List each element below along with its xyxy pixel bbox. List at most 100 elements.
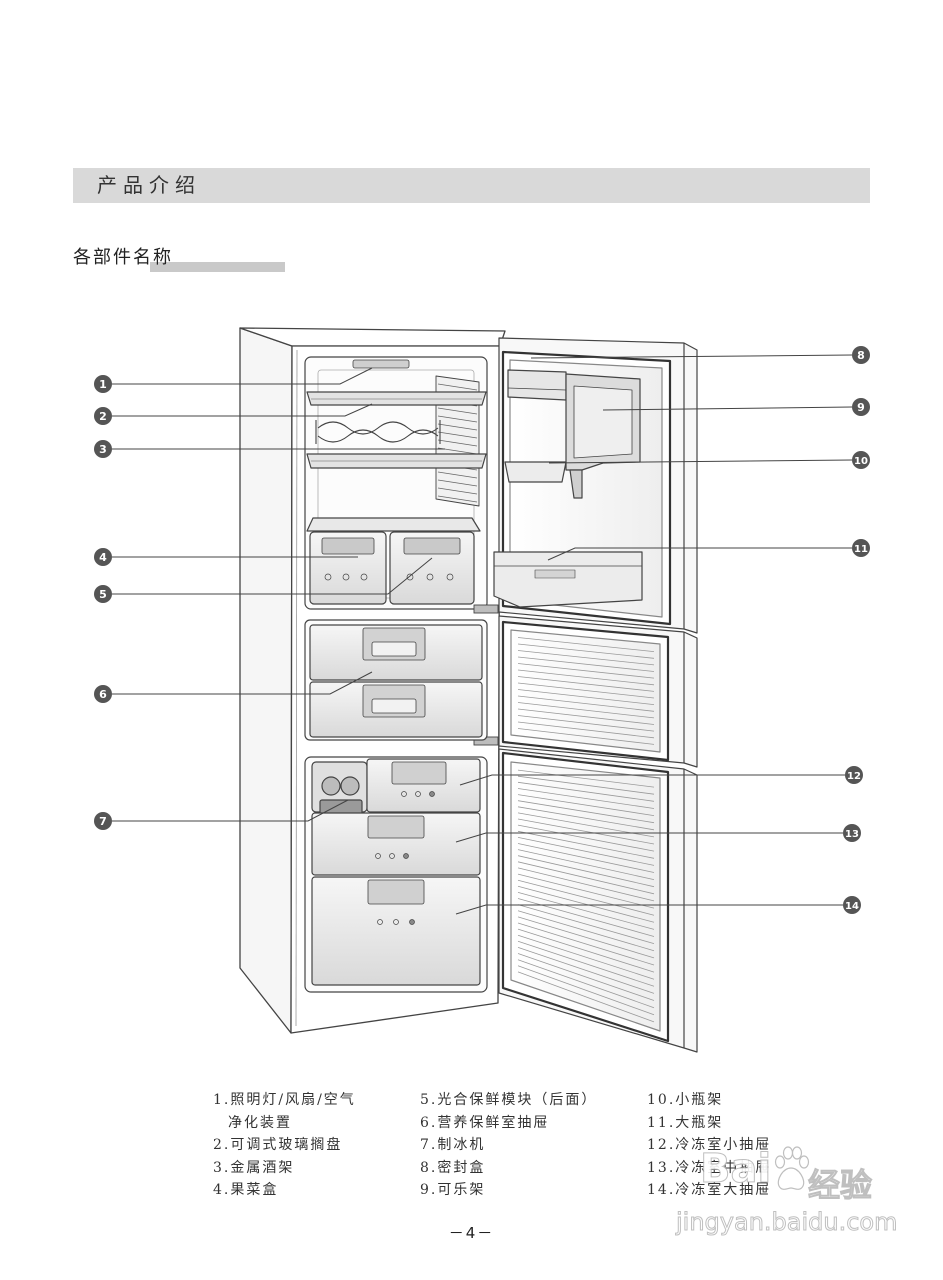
callout-6: 6 — [94, 671, 373, 703]
door-rib-line — [517, 916, 655, 959]
ice-maker-knob — [340, 776, 360, 796]
callout-number: 7 — [99, 815, 107, 828]
door-rib-line — [517, 830, 655, 859]
sealed-box — [507, 369, 567, 401]
door-rib-line — [517, 879, 655, 916]
rail-ridge-line — [437, 479, 478, 487]
callout-5: 5 — [94, 557, 433, 603]
drawer-symbol — [446, 573, 454, 581]
legend-item: 3.金属酒架 — [213, 1159, 295, 1176]
door-rib-line — [517, 904, 655, 944]
legend-item: 9.可乐架 — [420, 1182, 486, 1198]
callout-number: 13 — [845, 829, 859, 840]
can-rack-face — [573, 385, 633, 459]
callout-marker — [94, 407, 112, 425]
sealed-box-rim — [507, 387, 567, 391]
door-rib-line — [517, 873, 655, 909]
legend-item: 1.照明灯/风扇/空气 — [213, 1092, 356, 1108]
drawer-symbol — [401, 791, 407, 797]
door-rib-line — [517, 867, 655, 902]
rail-ridge-line — [437, 439, 478, 447]
legend-column-2: 5.光合保鲜模块（后面） 6.营养保鲜室抽屉 7.制冰机 8.密封盒 9.可乐架 — [420, 1089, 597, 1202]
rail-ridge-line — [437, 383, 478, 391]
page-title: 产品介绍 — [97, 173, 201, 197]
callout-8: 8 — [530, 346, 870, 364]
callout-14: 14 — [455, 896, 861, 915]
rail-ridge-line — [437, 471, 478, 479]
door-rib-line — [517, 971, 655, 1023]
large-bottle-rack-body — [493, 551, 643, 608]
hinge-upper — [473, 604, 499, 614]
door-rib-line — [517, 702, 655, 719]
freezer-drawer-handle — [367, 879, 425, 905]
door-rib-line — [517, 663, 655, 679]
callout-line — [455, 904, 843, 915]
drawer-symbol — [375, 853, 381, 859]
legend-item: 12.冷冻室小抽屉 — [647, 1137, 772, 1153]
callouts: 1 2 3 4 5 6 7 — [94, 346, 870, 915]
nutrition-door — [498, 615, 698, 768]
callout-line — [459, 774, 845, 786]
legend-item: 10.小瓶架 — [647, 1092, 724, 1108]
legend-item: 14.冷冻室大抽屉 — [647, 1182, 772, 1198]
callout-11: 11 — [547, 539, 870, 561]
drawer-symbol — [426, 573, 434, 581]
nutrition-drawer-lower — [309, 681, 483, 738]
callout-marker — [94, 812, 112, 830]
callout-number: 6 — [99, 688, 107, 701]
callout-line — [112, 799, 349, 822]
callout-marker — [852, 346, 870, 364]
nutrition-drawer-grip — [371, 641, 417, 657]
door-rib-line — [517, 861, 655, 895]
drawer-symbol — [406, 573, 414, 581]
callout-line — [455, 832, 843, 843]
door-rib-line — [517, 781, 655, 802]
can-rack-chute — [569, 469, 583, 499]
rail-ridge-line — [437, 431, 478, 439]
freezer-drawer-handle — [367, 815, 425, 839]
callout-3: 3 — [94, 440, 445, 458]
callout-marker — [852, 398, 870, 416]
callout-4: 4 — [94, 548, 358, 566]
callout-line — [602, 406, 853, 411]
callout-marker — [94, 685, 112, 703]
door-rib-line — [517, 676, 655, 692]
door-rib-line — [517, 934, 655, 980]
freezer-drawer-handle — [391, 761, 447, 785]
door-rib-line — [517, 818, 655, 845]
callout-1: 1 — [94, 367, 373, 393]
freezer-door — [498, 748, 698, 1053]
callout-line — [548, 459, 853, 464]
door-rib-line — [517, 721, 655, 739]
drawer-symbol — [389, 853, 395, 859]
metal-wine-rack — [315, 420, 441, 444]
callout-number: 4 — [99, 551, 107, 564]
drawer-symbol — [409, 919, 415, 925]
door-rib-line — [517, 959, 655, 1009]
door-rib-line — [517, 892, 655, 930]
door-rib-line — [517, 637, 655, 652]
callout-line — [112, 403, 373, 417]
wine-rack-wire — [317, 429, 439, 443]
paw-toe — [791, 1146, 803, 1160]
callout-line — [112, 557, 433, 595]
fridge-compartment — [304, 356, 488, 610]
callout-number: 12 — [847, 771, 861, 782]
callout-7: 7 — [94, 799, 349, 830]
legend-column-3: 10.小瓶架 11.大瓶架 12.冷冻室小抽屉 13.冷冻室中抽屉 14.冷冻室… — [647, 1089, 771, 1202]
legend-item: 6.营养保鲜室抽屉 — [420, 1114, 550, 1131]
callout-number: 11 — [854, 544, 868, 555]
door-rib-line — [517, 824, 655, 852]
crisper-drawer-handle — [403, 537, 461, 555]
header-band: 产品介绍 — [73, 168, 870, 203]
paw-toe — [774, 1155, 786, 1169]
rail-ridge-line — [437, 423, 478, 431]
callout-number: 5 — [99, 588, 107, 601]
callout-line — [547, 547, 852, 561]
door-rib-line — [517, 689, 655, 705]
callout-number: 10 — [854, 456, 868, 467]
freezer-drawer-body — [311, 812, 481, 876]
drawer-symbol — [342, 573, 350, 581]
drawer-symbol — [360, 573, 368, 581]
callout-12: 12 — [459, 766, 863, 786]
